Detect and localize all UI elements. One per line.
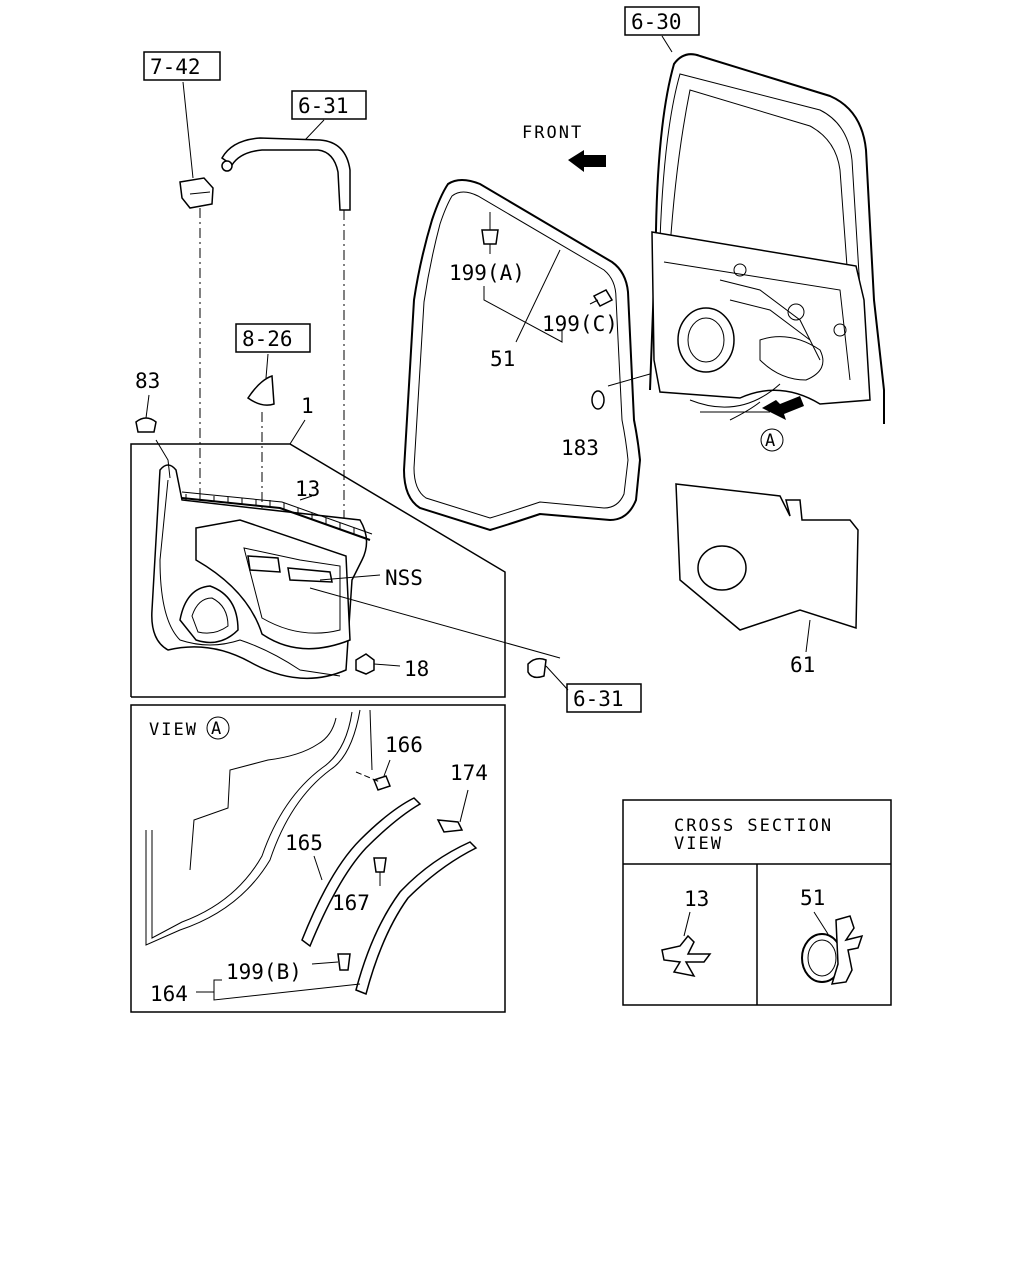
view-arrow-icon <box>762 396 804 420</box>
ref-6-30-label: 6-30 <box>631 10 682 34</box>
waterproof-sheet-61 <box>675 483 859 653</box>
callout-18: 18 <box>404 657 429 681</box>
plug-183 <box>591 390 605 410</box>
callout-1: 1 <box>301 394 314 418</box>
ref-box-6-31-top[interactable]: 6-31 <box>291 90 367 120</box>
cap-6-31 <box>527 657 569 691</box>
clip-199c <box>589 289 614 307</box>
marker-a: A <box>765 431 777 451</box>
clip-part-7-42 <box>179 81 214 530</box>
door-frame-6-30 <box>649 35 885 424</box>
ref-box-8-26[interactable]: 8-26 <box>235 323 311 353</box>
view-a-arrow: A <box>760 396 804 452</box>
front-direction: FRONT <box>522 123 606 172</box>
ref-7-42-label: 7-42 <box>150 55 201 79</box>
cross-section-callout-13: 13 <box>684 887 709 911</box>
door-weatherstrip-51 <box>402 179 642 532</box>
door-trim-assembly <box>130 419 561 698</box>
cross-section-title: CROSS SECTION <box>674 816 833 836</box>
callout-199a: 199(A) <box>449 261 525 285</box>
callout-166: 166 <box>385 733 423 757</box>
ref-box-7-42[interactable]: 7-42 <box>143 51 221 81</box>
callout-199b: 199(B) <box>226 960 302 984</box>
ref-6-31-bottom-label: 6-31 <box>573 687 624 711</box>
callout-183: 183 <box>561 436 599 460</box>
callout-nss: NSS <box>385 566 423 590</box>
view-a-marker: A <box>211 719 223 739</box>
callout-167: 167 <box>332 891 370 915</box>
front-arrow-icon <box>568 150 606 172</box>
callout-165: 165 <box>285 831 323 855</box>
cross-section-panel: CROSS SECTION VIEW 13 51 <box>622 799 892 1006</box>
callout-199c: 199(C) <box>542 312 618 336</box>
ref-box-6-30[interactable]: 6-30 <box>624 6 700 36</box>
callout-83: 83 <box>135 369 160 393</box>
callout-51: 51 <box>490 347 515 371</box>
cross-section-callout-51: 51 <box>800 886 825 910</box>
screw-83 <box>135 394 157 433</box>
callout-164: 164 <box>150 982 188 1006</box>
clip-18 <box>355 653 401 675</box>
view-a-title: VIEW <box>149 720 198 740</box>
callout-61: 61 <box>790 653 815 677</box>
assist-grip-6-31 <box>221 119 351 560</box>
ref-6-31-top-label: 6-31 <box>298 94 349 118</box>
cross-section-subtitle: VIEW <box>674 834 723 854</box>
ref-8-26-label: 8-26 <box>242 327 293 351</box>
view-a-panel: VIEW A <box>130 704 506 1013</box>
ref-box-6-31-bottom[interactable]: 6-31 <box>566 683 642 713</box>
front-label: FRONT <box>522 123 583 143</box>
clip-199a <box>481 212 499 254</box>
callout-13: 13 <box>295 477 320 501</box>
callout-174: 174 <box>450 761 488 785</box>
